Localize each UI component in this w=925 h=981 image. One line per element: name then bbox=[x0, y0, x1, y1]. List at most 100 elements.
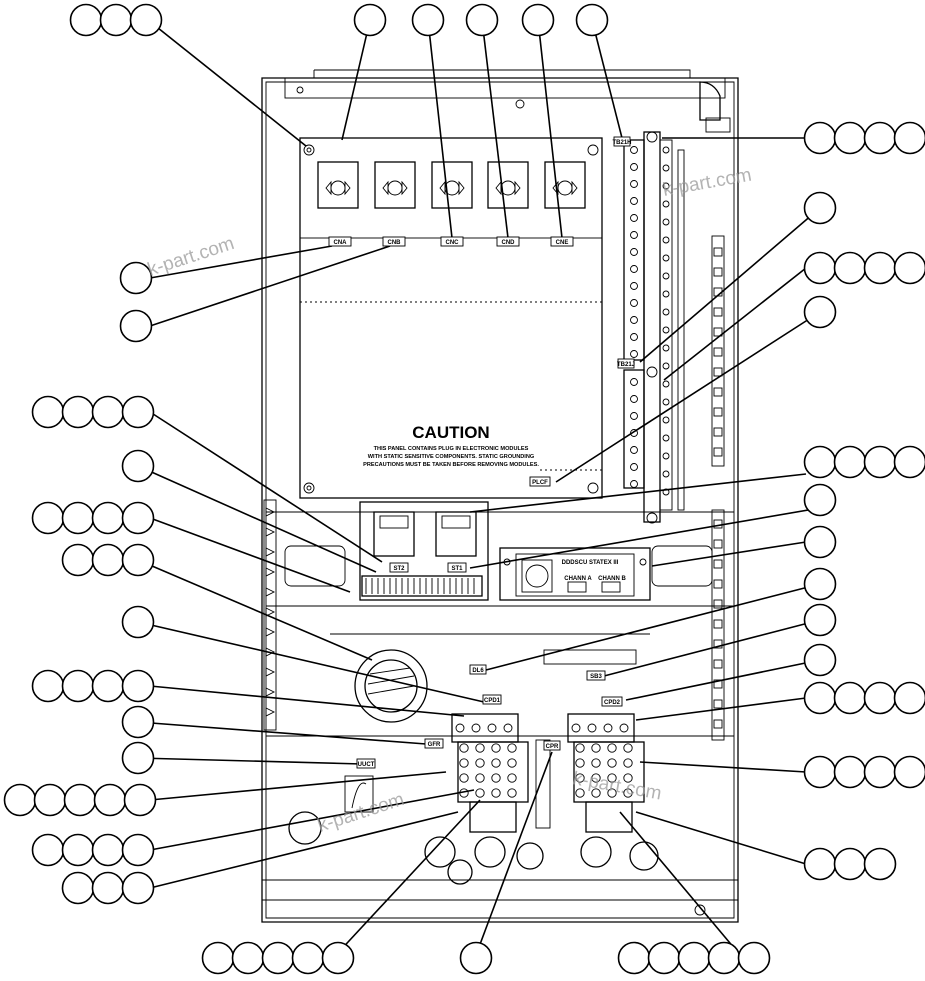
terminal-screw bbox=[663, 417, 669, 423]
leader-line bbox=[138, 560, 372, 660]
callout-bubble bbox=[895, 757, 925, 788]
terminal-clip bbox=[714, 388, 722, 396]
terminal-screw bbox=[631, 232, 638, 239]
leader-line bbox=[138, 758, 362, 764]
callout-bubble bbox=[123, 671, 154, 702]
callout-bubble bbox=[865, 683, 896, 714]
tag-cpd1: CPD1 bbox=[483, 695, 501, 704]
terminal-clip bbox=[714, 248, 722, 256]
callout-bubble bbox=[805, 849, 836, 880]
relay-blocks bbox=[289, 714, 658, 884]
leader-line bbox=[538, 20, 562, 238]
relay-contact bbox=[592, 744, 600, 752]
callout-bubble bbox=[865, 849, 896, 880]
leader-line bbox=[150, 812, 458, 888]
relay-contact bbox=[492, 759, 500, 767]
callout-bubble bbox=[125, 785, 156, 816]
leader-line bbox=[148, 20, 306, 146]
callout-bubble bbox=[33, 835, 64, 866]
tag-cne: CNE bbox=[551, 237, 573, 246]
tag-cnc: CNC bbox=[441, 237, 463, 246]
tag-label: CPR bbox=[546, 744, 559, 750]
tag-label: CND bbox=[502, 240, 516, 246]
terminal-screw bbox=[631, 464, 638, 471]
terminal-clip bbox=[714, 520, 722, 528]
chan-a-label: CHANN A bbox=[564, 576, 592, 582]
terminal-clip bbox=[714, 348, 722, 356]
terminal-screw bbox=[663, 255, 669, 261]
tag-cpr: CPR bbox=[544, 741, 560, 750]
relay-contact bbox=[492, 744, 500, 752]
callout-bubble bbox=[895, 683, 925, 714]
terminal-clip bbox=[714, 368, 722, 376]
watermark: k-part.com bbox=[145, 233, 237, 281]
tag-plcf: PLCF bbox=[530, 477, 550, 486]
callout-bubble bbox=[93, 545, 124, 576]
callout-bubble bbox=[679, 943, 710, 974]
callout-bubble bbox=[805, 569, 836, 600]
terminal-clip bbox=[714, 600, 722, 608]
relay-contact bbox=[476, 789, 484, 797]
terminal-screw bbox=[631, 266, 638, 273]
terminal-clip bbox=[714, 308, 722, 316]
callout-bubble bbox=[835, 447, 866, 478]
terminal-screw bbox=[631, 198, 638, 205]
terminal-screw bbox=[631, 481, 638, 488]
callout-bubble bbox=[93, 873, 124, 904]
tag-label: TB21H bbox=[612, 140, 631, 146]
relay-contact bbox=[508, 789, 516, 797]
tag-uuct: UUCT bbox=[357, 759, 375, 768]
terminal-boards bbox=[264, 132, 724, 740]
callout-bubble bbox=[233, 943, 264, 974]
callout-bubble bbox=[71, 5, 102, 36]
terminal-screw bbox=[631, 181, 638, 188]
terminal-clip bbox=[714, 560, 722, 568]
tag-sb3: SB3 bbox=[587, 671, 605, 680]
terminal-screw bbox=[631, 249, 638, 256]
leader-line bbox=[150, 518, 350, 592]
relay-contact bbox=[608, 759, 616, 767]
callout-bubble bbox=[63, 671, 94, 702]
terminal-clip bbox=[714, 580, 722, 588]
callout-bubble bbox=[835, 849, 866, 880]
callout-bubble bbox=[95, 785, 126, 816]
callout-bubble bbox=[123, 545, 154, 576]
callout-bubble bbox=[805, 193, 836, 224]
watermark: k-part.com bbox=[661, 165, 753, 201]
callout-bubble bbox=[805, 447, 836, 478]
callout-bubble bbox=[63, 835, 94, 866]
relay-contact bbox=[492, 774, 500, 782]
leader-lines bbox=[138, 20, 820, 955]
callout-bubble bbox=[461, 943, 492, 974]
callout-bubbles bbox=[5, 5, 925, 974]
terminal-screw bbox=[631, 447, 638, 454]
terminal-screw bbox=[663, 165, 669, 171]
terminal-screw bbox=[663, 273, 669, 279]
callout-bubble bbox=[93, 503, 124, 534]
callout-bubble bbox=[63, 873, 94, 904]
terminal-clip bbox=[266, 668, 274, 676]
relay-contact bbox=[624, 759, 632, 767]
tag-cnd: CND bbox=[497, 237, 519, 246]
terminal-screw bbox=[663, 453, 669, 459]
terminal-screw bbox=[631, 215, 638, 222]
watermark: k-part.com bbox=[571, 768, 663, 804]
terminal-clip bbox=[714, 620, 722, 628]
callout-bubble bbox=[63, 397, 94, 428]
relay-contact bbox=[588, 724, 596, 732]
callout-bubble bbox=[865, 123, 896, 154]
callout-bubble bbox=[123, 873, 154, 904]
callout-bubble bbox=[323, 943, 354, 974]
callout-bubble bbox=[33, 503, 64, 534]
terminal-screw bbox=[663, 363, 669, 369]
tag-cnb: CNB bbox=[383, 237, 405, 246]
tag-gfr: GFR bbox=[425, 739, 443, 748]
callout-bubble bbox=[865, 447, 896, 478]
tag-label: CNA bbox=[334, 240, 348, 246]
terminal-clip bbox=[714, 540, 722, 548]
plug-in-modules bbox=[318, 162, 585, 208]
callout-bubble bbox=[355, 5, 386, 36]
callout-bubble bbox=[93, 835, 124, 866]
leader-line bbox=[470, 474, 806, 512]
tag-dl6: DL6 bbox=[470, 665, 486, 674]
